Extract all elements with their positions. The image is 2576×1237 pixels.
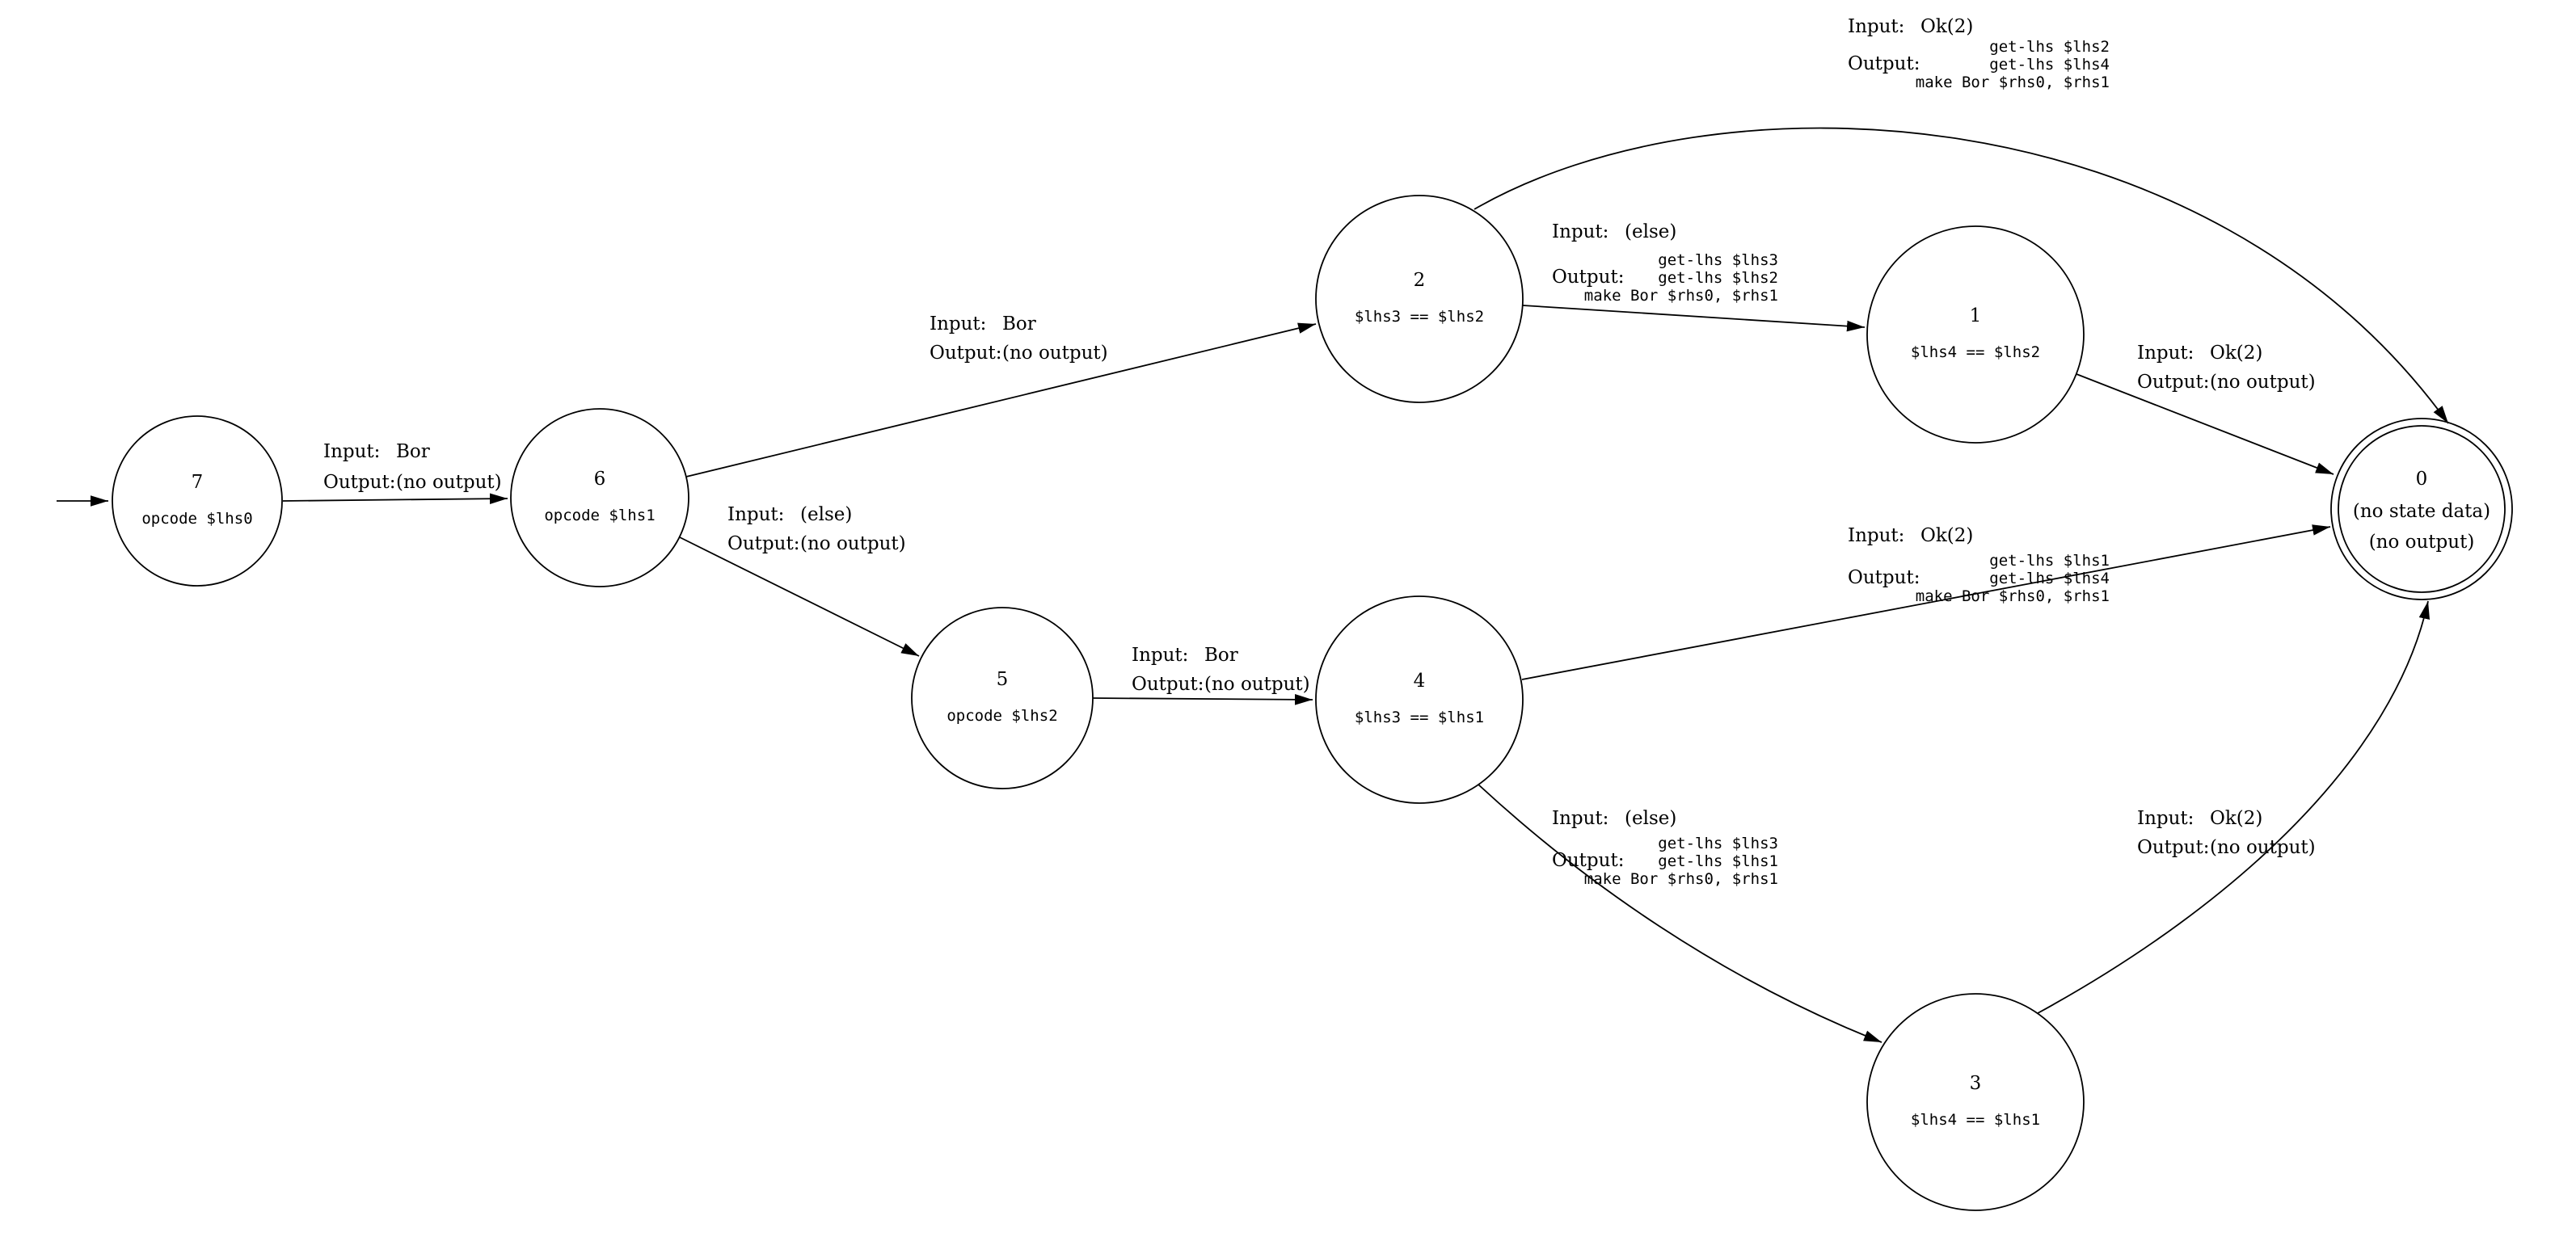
- state-3-circle: [1866, 993, 2085, 1211]
- state-4-circle: [1315, 595, 1524, 804]
- state-7-id: 7: [192, 472, 204, 493]
- edge-2-0-output-label: Output:: [1848, 53, 1920, 74]
- edge-6-2-path: [685, 322, 1317, 478]
- edge-6-5-input-label: Input:: [727, 504, 784, 525]
- state-6-data: opcode $lhs1: [544, 507, 655, 524]
- state-0-id: 0: [2416, 469, 2428, 490]
- state-2-id: 2: [1414, 270, 1426, 291]
- edge-5-4-output-label: Output:: [1132, 674, 1204, 695]
- edge-2-0-path: [1474, 127, 2449, 424]
- edge-7-6-output-value: (no output): [396, 472, 502, 493]
- edge-5-4-input-label: Input:: [1132, 645, 1188, 666]
- edge-4-3-input-label: Input:: [1552, 808, 1608, 829]
- edge-4-3-input-value: (else): [1625, 808, 1676, 829]
- state-5-data: opcode $lhs2: [947, 707, 1057, 725]
- edge-2-0-input-label: Input:: [1848, 16, 1904, 37]
- edge-4-0-output-value-1: get-lhs $lhs4: [1989, 570, 2110, 587]
- state-2-data: $lhs3 == $lhs2: [1355, 308, 1484, 326]
- state-4-id: 4: [1414, 671, 1426, 692]
- edge-4-0-output-label: Output:: [1848, 567, 1920, 588]
- state-0-outer-circle: [2330, 418, 2513, 600]
- state-1-data: $lhs4 == $lhs2: [1911, 343, 2040, 361]
- state-0-data: (no state data): [2353, 501, 2490, 522]
- edge-1-0-input-label: Input:: [2137, 343, 2194, 364]
- edge-2-1-input-value: (else): [1625, 221, 1676, 242]
- edge-2-1-output-label: Output:: [1552, 267, 1624, 288]
- state-1-id: 1: [1970, 305, 1982, 326]
- edge-3-0-output-value: (no output): [2210, 837, 2316, 858]
- edge-1-0-output-label: Output:: [2137, 372, 2209, 393]
- edge-6-2-output-label: Output:: [930, 343, 1001, 364]
- state-4-data: $lhs3 == $lhs1: [1355, 709, 1484, 726]
- state-3-data: $lhs4 == $lhs1: [1911, 1111, 2040, 1129]
- edge-2-1-output-value-1: get-lhs $lhs2: [1658, 269, 1778, 287]
- edge-4-3-output-label: Output:: [1552, 850, 1624, 871]
- edge-6-5-output-label: Output:: [727, 533, 799, 554]
- edge-2-0-output-value-1: get-lhs $lhs4: [1989, 56, 2110, 74]
- edge-6-5-output-value: (no output): [800, 533, 906, 554]
- edge-4-3-output-value-2: make Bor $rhs0, $rhs1: [1584, 870, 1778, 888]
- edge-2-1-output-value-0: get-lhs $lhs3: [1658, 251, 1778, 269]
- edge-6-2-output-value: (no output): [1002, 343, 1108, 364]
- edge-1-0-path: [2076, 373, 2334, 475]
- edge-4-3-output-value-1: get-lhs $lhs1: [1658, 852, 1778, 870]
- state-0-inner-circle: [2338, 425, 2506, 593]
- edge-5-4-input-value: Bor: [1204, 645, 1238, 666]
- edge-4-0-input-value: Ok(2): [1920, 525, 1973, 546]
- state-2-circle: [1315, 195, 1524, 403]
- edge-6-5-input-value: (else): [800, 504, 852, 525]
- edge-6-2-input-value: Bor: [1002, 313, 1036, 334]
- edge-7-6-input-label: Input:: [323, 441, 380, 462]
- state-1-circle: [1866, 225, 2085, 444]
- edge-4-3-output-value-0: get-lhs $lhs3: [1658, 835, 1778, 852]
- edge-5-4-path: [1092, 694, 1313, 705]
- state-3-id: 3: [1970, 1073, 1982, 1094]
- edge-4-0-input-label: Input:: [1848, 525, 1904, 546]
- edge-2-0-output-value-0: get-lhs $lhs2: [1989, 38, 2110, 56]
- edge-1-0-input-value: Ok(2): [2210, 343, 2262, 364]
- state-6-circle: [510, 408, 689, 587]
- state-7-data: opcode $lhs0: [141, 510, 252, 528]
- edge-5-4-output-value: (no output): [1204, 674, 1310, 695]
- edge-3-0-output-label: Output:: [2137, 837, 2209, 858]
- state-6-id: 6: [594, 469, 606, 490]
- edge-6-2-input-label: Input:: [930, 313, 986, 334]
- edge-7-6-path: [282, 493, 508, 505]
- edge-7-6-input-value: Bor: [396, 441, 430, 462]
- edge-1-0-output-value: (no output): [2210, 372, 2316, 393]
- edge-2-1-input-label: Input:: [1552, 221, 1608, 242]
- edge-4-0-path: [1521, 524, 2331, 680]
- state-7-circle: [112, 415, 283, 587]
- edge-3-0-path: [2037, 600, 2430, 1014]
- edge-7-6-output-label: Output:: [323, 472, 395, 493]
- edge-4-0-output-value-0: get-lhs $lhs1: [1989, 552, 2110, 570]
- edge-3-0-input-label: Input:: [2137, 808, 2194, 829]
- edge-4-3-path: [1478, 784, 1882, 1043]
- edge-2-1-output-value-2: make Bor $rhs0, $rhs1: [1584, 287, 1778, 305]
- state-5-id: 5: [997, 669, 1009, 690]
- state-5-circle: [911, 607, 1094, 789]
- edge-2-1-path: [1522, 305, 1866, 332]
- edge-3-0-input-value: Ok(2): [2210, 808, 2262, 829]
- edge-2-0-input-value: Ok(2): [1920, 16, 1973, 37]
- state-0-output: (no output): [2369, 532, 2475, 553]
- edge-2-0-output-value-2: make Bor $rhs0, $rhs1: [1916, 74, 2110, 91]
- edge-6-5-path: [679, 536, 920, 657]
- edge-4-0-output-value-2: make Bor $rhs0, $rhs1: [1916, 587, 2110, 605]
